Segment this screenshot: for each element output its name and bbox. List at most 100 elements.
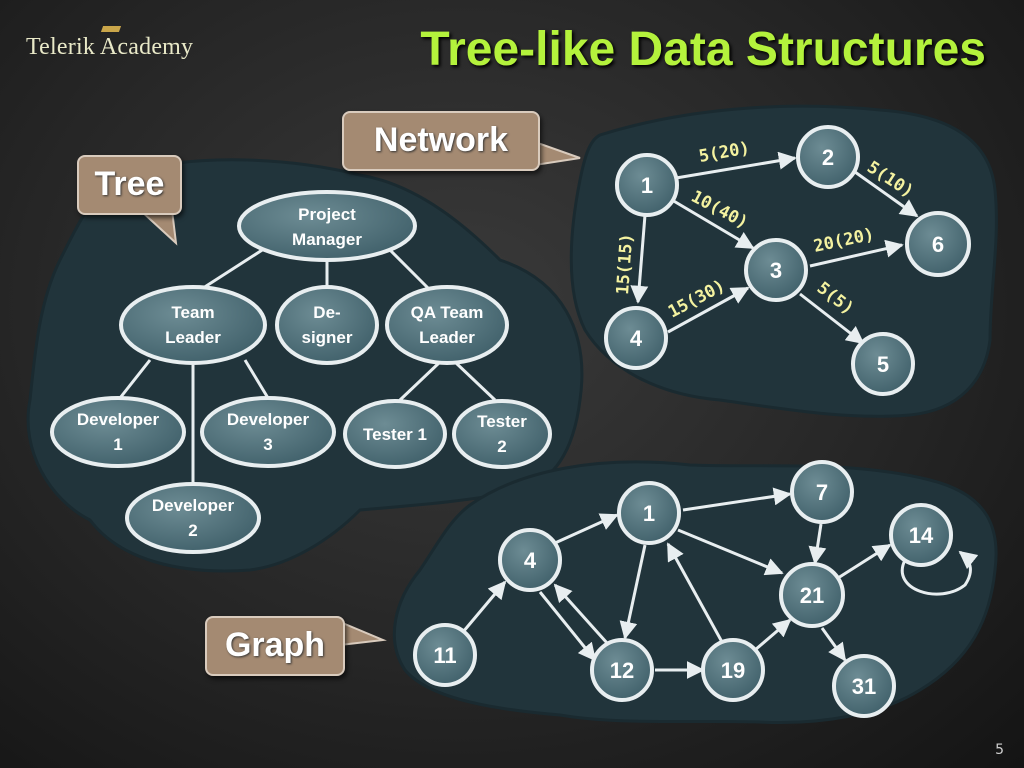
network-edges: [630, 151, 919, 345]
node-label: 5: [877, 352, 889, 377]
graph-node-21: 21: [779, 562, 845, 628]
graph-node-31: 31: [832, 654, 896, 718]
graph-node-11: 11: [413, 623, 477, 687]
graph-edge-21-14: [837, 543, 892, 580]
node-label-line1: Tester 1: [363, 425, 427, 444]
node-label: 11: [433, 643, 456, 668]
node-label: 19: [721, 658, 745, 683]
node-label: 7: [816, 480, 828, 505]
graph-edges: [461, 487, 979, 679]
graph-edge-19-1: [666, 542, 724, 643]
node-label-line1: Tester: [477, 412, 527, 431]
node-label-line2: Manager: [292, 230, 362, 249]
network-node-6: 6: [905, 211, 971, 277]
node-label: 21: [800, 583, 824, 608]
graph-edge-1-7: [682, 487, 792, 512]
graph-edge-1-21: [677, 528, 784, 576]
network-callout: Network: [342, 111, 540, 171]
network-callout-label: Network: [373, 121, 509, 159]
graph-edge-14-14: [900, 550, 979, 596]
tree-node-designer: De- signer: [275, 285, 379, 365]
node-label: 2: [822, 145, 834, 170]
graduation-cap-icon: [100, 26, 122, 32]
node-label-line2: 2: [188, 521, 197, 540]
network-edge-2-6: [854, 170, 919, 218]
network-edge-1-3: [671, 198, 755, 250]
tree-callout-label: Tree: [94, 165, 165, 203]
tree-callout: Tree: [77, 155, 182, 215]
graph-node-14: 14: [889, 503, 953, 567]
logo-text: Telerik Academy: [26, 34, 194, 60]
graph-node-1: 1: [617, 481, 681, 545]
tree-edge: [453, 360, 497, 402]
tree-edge: [199, 243, 271, 292]
graph-edge-1-12: [619, 544, 647, 640]
node-label-line1: Project: [298, 205, 356, 224]
graph-edge-7-21: [808, 523, 827, 565]
node-label: 3: [770, 258, 782, 283]
graph-edge-12-4: [553, 583, 609, 645]
node-label-line1: Team: [171, 303, 214, 322]
slide-title: Tree-like Data Structures: [420, 23, 986, 76]
tree-node-tester-2: Tester 2: [452, 399, 552, 469]
graph-node-19: 19: [701, 638, 765, 702]
node-label: 4: [630, 326, 643, 351]
network-edge-1-4: [630, 214, 649, 304]
node-label-line2: 3: [263, 435, 272, 454]
graph-node-12: 12: [590, 638, 654, 702]
node-label: 1: [643, 501, 655, 526]
node-label: 14: [909, 523, 934, 548]
tree-edge: [383, 243, 432, 292]
graph-edge-19-21: [754, 618, 792, 652]
tree-nodes: Project Manager Team Leader De- signer Q…: [50, 190, 552, 554]
tree-node-qa-team-leader: QA Team Leader: [385, 285, 509, 365]
graph-callout-label: Graph: [224, 626, 326, 664]
tree-edge: [398, 360, 442, 402]
graph-edge-4-12: [538, 591, 597, 662]
graph-node-4: 4: [498, 528, 562, 592]
node-label-line2: Leader: [419, 328, 475, 347]
node-label-line1: De-: [313, 303, 340, 322]
node-label-line2: 2: [497, 437, 506, 456]
tree-node-tester-1: Tester 1: [343, 399, 447, 469]
graph-edge-4-1: [554, 513, 619, 545]
tree-edges: [118, 243, 497, 483]
node-label-line1: Developer: [77, 410, 160, 429]
tree-node-developer-3: Developer 3: [200, 396, 336, 468]
tree-node-project-manager: Project Manager: [237, 190, 417, 262]
node-label-line1: QA Team: [411, 303, 484, 322]
network-node-2: 2: [796, 125, 860, 189]
node-label-line2: Leader: [165, 328, 221, 347]
network-nodes: 1 2 3 4 5 6: [604, 125, 971, 396]
network-edge-3-5: [799, 292, 865, 345]
node-label: 4: [524, 548, 537, 573]
graph-callout-tail: [339, 620, 387, 647]
network-node-5: 5: [851, 332, 915, 396]
network-edge-3-6: [809, 239, 904, 268]
node-label: 1: [641, 173, 653, 198]
network-node-3: 3: [744, 238, 808, 302]
node-label-line2: 1: [113, 435, 122, 454]
page-number: 5: [995, 742, 1004, 758]
graph-edge-11-4: [461, 580, 507, 633]
network-node-4: 4: [604, 306, 668, 370]
network-edge-1-2: [675, 151, 797, 180]
tree-edge: [118, 359, 152, 399]
graph-callout: Graph: [205, 616, 345, 676]
graph-node-7: 7: [790, 460, 854, 524]
node-label-line1: Developer: [227, 410, 310, 429]
telerik-academy-logo: Telerik Academy: [26, 26, 194, 61]
tree-node-developer-2: Developer 2: [125, 482, 261, 554]
tree-node-developer-1: Developer 1: [50, 396, 186, 468]
node-label: 31: [852, 674, 876, 699]
edge-label-1-4: 15(15): [613, 233, 637, 296]
tree-edge: [243, 359, 270, 399]
node-label-line2: signer: [301, 328, 352, 347]
network-edge-4-3: [667, 286, 750, 334]
node-label: 6: [932, 232, 944, 257]
graph-nodes: 1 4 7 11 12 14 19 21: [413, 460, 953, 718]
network-callout-tail: [534, 140, 581, 167]
node-label: 12: [610, 658, 634, 683]
node-label-line1: Developer: [152, 496, 235, 515]
